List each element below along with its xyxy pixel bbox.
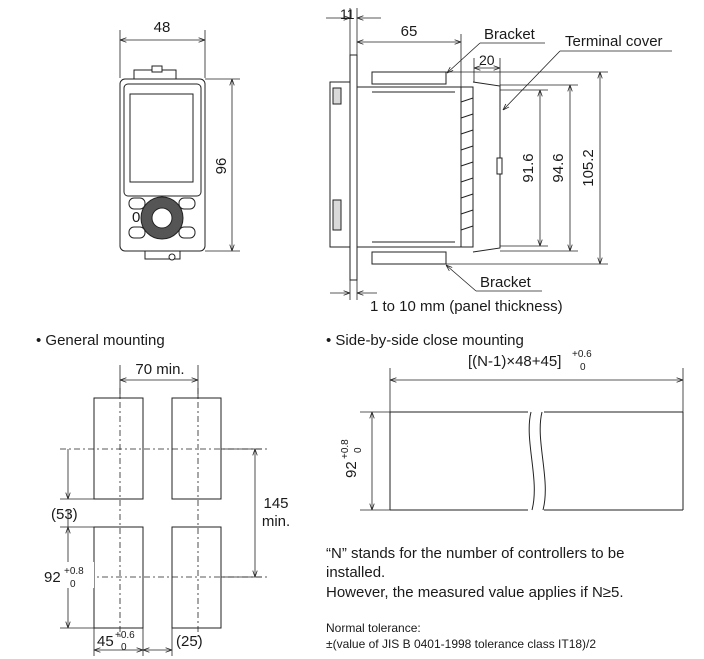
- cutout-width-tol-upper: +0.6: [115, 630, 135, 641]
- key-top-left: [128, 197, 146, 210]
- cutout-height-tol-lower: 0: [70, 579, 76, 590]
- terminal-cover-label: Terminal cover: [565, 33, 663, 50]
- vertical-spacing-label: 145: [263, 495, 288, 512]
- front-height-label: 96: [213, 158, 230, 175]
- note-line-2: installed.: [326, 564, 385, 581]
- bracket-top-label: Bracket: [484, 26, 536, 43]
- terminal-cover: [472, 81, 501, 253]
- cutout-width-tol-lower: 0: [121, 642, 127, 653]
- terminal-block: [460, 86, 474, 248]
- close-height-tol-lower: 0: [353, 447, 364, 453]
- note-line-3: However, the measured value applies if N…: [326, 584, 624, 601]
- cutout-top-right: [171, 397, 222, 500]
- gap-label: (25): [176, 633, 203, 650]
- height-94-label: 94.6: [550, 153, 567, 182]
- cutout-width-label: 45: [97, 633, 114, 650]
- cutout-top-left: [93, 397, 144, 500]
- front-width-label: 48: [154, 19, 171, 36]
- side-by-side-mounting: • Side-by-side close mounting [(N-1)×48+…: [326, 332, 684, 651]
- height-91-label: 91.6: [520, 153, 537, 182]
- key-bottom-left: [128, 226, 146, 239]
- key-zero-label: 0: [132, 209, 140, 226]
- formula-tol-lower: 0: [580, 362, 586, 373]
- cutout-height-tol-upper: +0.8: [64, 566, 84, 577]
- formula-tol-upper: +0.6: [572, 349, 592, 360]
- cutout-height-label: 92: [44, 569, 61, 586]
- panel-thickness-label: 1 to 10 mm (panel thickness): [370, 298, 563, 315]
- height-105-label: 105.2: [580, 149, 597, 187]
- offset-label: (53): [51, 506, 78, 523]
- side-bracket-bottom: [371, 251, 447, 265]
- tolerance-text: ±(value of JIS B 0401-1998 tolerance cla…: [326, 637, 596, 651]
- general-mounting: • General mounting 70 min. 145 min. (53): [36, 332, 290, 656]
- side-body: [356, 86, 462, 248]
- controller-display: [129, 93, 194, 183]
- side-view: 11 65 Bracket Terminal cover 20 91.6 94.…: [326, 6, 672, 315]
- side-by-side-title: • Side-by-side close mounting: [326, 332, 524, 349]
- key-bottom-right: [178, 226, 196, 239]
- spacing-label: 70 min.: [135, 361, 184, 378]
- enter-key: [151, 207, 173, 229]
- panel-dim-label: 11: [340, 6, 355, 22]
- close-height-label: 92: [343, 461, 360, 478]
- general-mounting-title: • General mounting: [36, 332, 165, 349]
- cutout-bottom-right: [171, 526, 222, 629]
- front-bracket-bottom: [144, 250, 181, 260]
- front-view: 48 0 96: [119, 19, 240, 261]
- depth-label: 65: [401, 23, 418, 40]
- cover-depth-label: 20: [479, 52, 495, 68]
- cutout-bottom-left: [93, 526, 144, 629]
- key-top-right: [178, 197, 196, 210]
- side-bracket-top: [371, 71, 447, 85]
- tolerance-title: Normal tolerance:: [326, 621, 421, 635]
- note-line-1: “N” stands for the number of controllers…: [326, 545, 624, 562]
- formula-label: [(N-1)×48+45]: [468, 353, 561, 370]
- bracket-bottom-label: Bracket: [480, 274, 532, 291]
- vertical-spacing-suffix: min.: [262, 513, 290, 530]
- panel-plate: [349, 54, 358, 281]
- close-height-tol-upper: +0.8: [340, 439, 351, 459]
